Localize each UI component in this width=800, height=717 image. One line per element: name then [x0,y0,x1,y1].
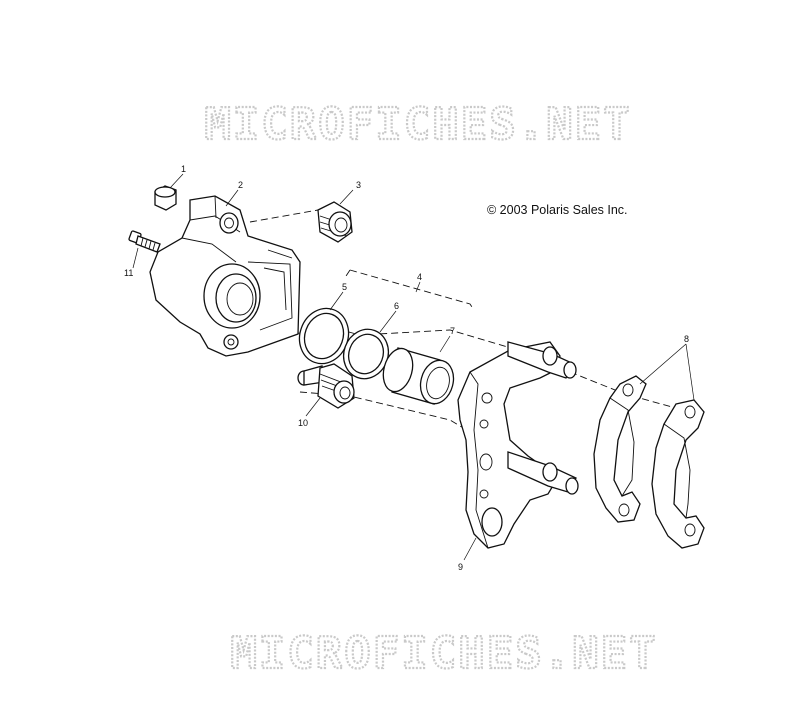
caliper-body [149,195,301,357]
callout-11: 11 [124,268,133,278]
piston-seal [298,307,350,365]
callout-7: 7 [450,326,455,336]
dust-seal [342,328,390,380]
watermark-top: MICROFICHES.NET [204,99,631,150]
callout-3: 3 [356,180,361,190]
caliper-piston [382,347,455,405]
leader-lines [132,173,695,561]
callout-1: 1 [181,164,186,174]
callout-4: 4 [417,272,422,282]
bleeder-screw [128,230,161,253]
callout-8: 8 [684,334,689,344]
callout-10: 10 [298,418,308,428]
callout-9: 9 [458,562,463,572]
dust-boot [317,201,353,243]
copyright-notice: © 2003 Polaris Sales Inc. [487,203,628,217]
brake-pad-inner [593,375,647,523]
watermark-bottom: MICROFICHES.NET [230,628,657,679]
brake-pad-outer [651,399,705,549]
callout-5: 5 [342,282,347,292]
kit-bracket-line [345,269,475,311]
mounting-bracket [457,341,579,549]
callout-2: 2 [238,180,243,190]
caliper-cap [154,185,177,211]
callout-6: 6 [394,301,399,311]
guide-pin-boot [297,363,355,409]
